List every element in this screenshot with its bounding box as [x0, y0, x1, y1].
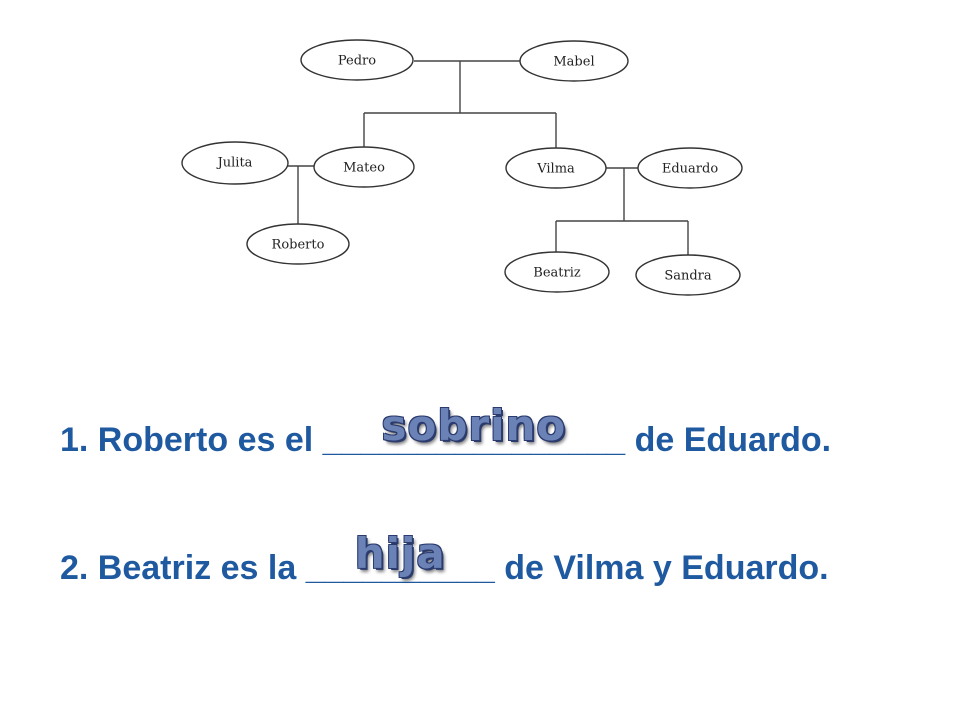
question-1-before: 1. Roberto es el	[60, 421, 323, 459]
node-pedro	[300, 39, 414, 81]
node-mateo	[313, 146, 415, 188]
label-beatriz: Beatriz	[533, 266, 581, 281]
label-mateo: Mateo	[343, 161, 385, 176]
question-1-blank-line: ________________	[322, 421, 626, 459]
question-2-blank-line: __________	[305, 549, 495, 587]
question-2-answer: hija	[354, 529, 446, 578]
label-julita: Julita	[216, 156, 253, 171]
label-pedro: Pedro	[338, 54, 376, 69]
label-vilma: Vilma	[536, 162, 575, 177]
question-2-blank: __________hija	[305, 529, 495, 593]
node-vilma	[505, 147, 607, 189]
family-tree-diagram: Pedro Mabel Julita Mateo Vilma Eduardo R…	[181, 39, 743, 296]
node-mabel	[519, 40, 629, 82]
question-1-answer: sobrino	[381, 401, 567, 450]
node-julita	[181, 141, 289, 185]
label-sandra: Sandra	[664, 269, 712, 284]
question-2-before: 2. Beatriz es la	[60, 549, 306, 587]
label-eduardo: Eduardo	[662, 162, 718, 177]
question-1: 1. Roberto es el ________________sobrino…	[60, 401, 940, 465]
label-roberto: Roberto	[272, 238, 325, 253]
label-mabel: Mabel	[553, 55, 594, 70]
node-eduardo	[637, 147, 743, 189]
question-2: 2. Beatriz es la __________hija de Vilma…	[60, 529, 940, 593]
node-sandra	[635, 254, 741, 296]
node-beatriz	[504, 251, 610, 293]
question-1-blank: ________________sobrino	[322, 401, 626, 465]
node-roberto	[246, 223, 350, 265]
question-2-after: de Vilma y Eduardo.	[494, 549, 829, 587]
question-1-after: de Eduardo.	[625, 421, 832, 459]
